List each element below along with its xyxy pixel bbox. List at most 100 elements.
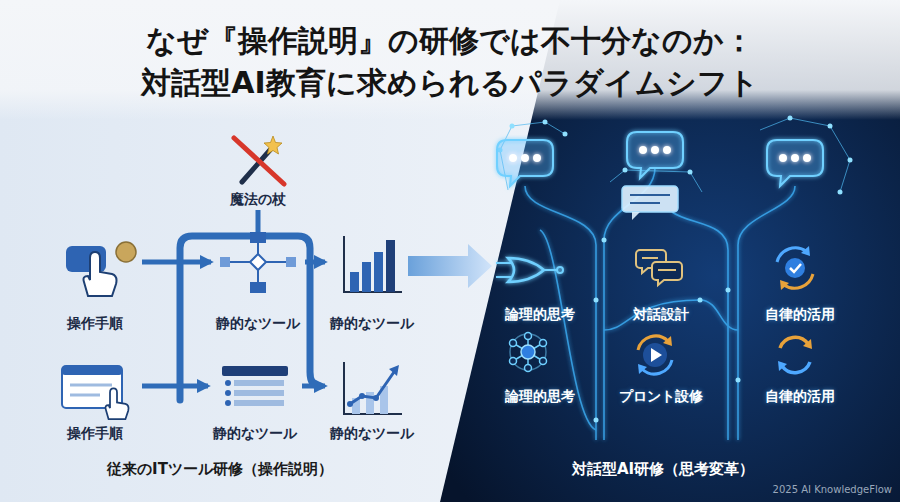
- cycle-arrowhead: [638, 364, 647, 374]
- network-dot: [563, 132, 568, 137]
- chart-axis: [344, 236, 402, 292]
- toggle-dot: [116, 242, 136, 262]
- circuit-dot: [594, 418, 599, 423]
- network-node: [540, 358, 547, 365]
- flow-arrow: [142, 384, 208, 389]
- icon-node: 操作手順: [50, 228, 140, 332]
- cycle-arc: [784, 274, 813, 288]
- icon-node: 静的なツール: [327, 228, 417, 332]
- node-label: 静的なツール: [213, 424, 297, 442]
- circuit-dot: [602, 238, 607, 243]
- icon-node: 自律的活用: [755, 243, 845, 323]
- trend-point: [359, 393, 365, 399]
- pointing-hand: [105, 388, 128, 419]
- flow-arrow: [587, 354, 614, 357]
- title-band: [0, 0, 900, 120]
- cycle-arc: [780, 337, 808, 348]
- list-header: [222, 366, 288, 376]
- message-tail: [632, 212, 640, 220]
- bubble-dot: [803, 154, 811, 162]
- network-hub: [521, 345, 535, 359]
- flow-link: [266, 261, 288, 263]
- cycle-arrowhead: [801, 246, 810, 256]
- network-node: [525, 333, 532, 340]
- bubble-dot: [639, 146, 647, 154]
- circuit-dot: [726, 288, 731, 293]
- chat-bubble: [652, 262, 682, 285]
- icon-node: 論理的思考: [495, 243, 585, 323]
- list-row: [234, 400, 284, 406]
- trend-line: [350, 372, 394, 404]
- network-dot: [543, 120, 548, 125]
- icon-node: 魔法の杖: [213, 128, 303, 208]
- panel-caption: 対話型AI研修（思考変革）: [523, 460, 803, 479]
- chart-axis: [344, 362, 402, 414]
- circuit-dot: [594, 298, 599, 303]
- transition-arrow: [408, 244, 492, 288]
- network-dot: [688, 170, 693, 175]
- diagram-title: なぜ『操作説明』の研修では不十分なのか： 対話型AI教育に求められるパラダイムシ…: [50, 20, 850, 104]
- icon-node: 静的なツール: [327, 360, 417, 442]
- browser-line: [70, 384, 112, 387]
- browser-bar: [62, 366, 122, 375]
- chart-bar: [350, 272, 359, 292]
- flow-arrow: [305, 260, 325, 265]
- network-node: [510, 358, 517, 365]
- trend-arrowhead: [389, 365, 399, 376]
- chart-bar: [362, 262, 371, 292]
- flow-arrow: [708, 269, 753, 272]
- network-dot: [828, 124, 833, 129]
- chart-bar: [374, 252, 383, 292]
- gate-input: [496, 262, 512, 264]
- bubble-outline: [767, 140, 823, 186]
- node-label: 自律的活用: [765, 305, 835, 323]
- circuit-line: [604, 300, 738, 330]
- play-triangle: [651, 348, 662, 362]
- icon-node: プロント設修: [616, 330, 706, 405]
- panel-caption: 従来のITツール研修（操作説明）: [60, 460, 380, 479]
- message-line: [630, 194, 670, 196]
- message-line: [630, 202, 660, 204]
- logic-gate-icon: [496, 258, 563, 282]
- bubble-outline: [497, 140, 553, 186]
- list-row: [234, 390, 284, 396]
- cycle-arrowhead: [803, 339, 812, 349]
- flow-arrow: [142, 260, 211, 265]
- flow-link: [257, 243, 259, 254]
- gate-body: [508, 258, 544, 282]
- bubble-dot: [663, 146, 671, 154]
- network-dot: [788, 116, 793, 121]
- list-bullet: [225, 390, 231, 396]
- message-card: [622, 186, 678, 212]
- bubble-outline: [627, 132, 683, 178]
- flow-step: [250, 232, 266, 243]
- network-dots: [498, 116, 853, 195]
- node-label: 論理的思考: [505, 387, 575, 405]
- chat-bubble: [652, 262, 682, 285]
- pointing-hand: [105, 388, 128, 419]
- node-label: プロント設修: [619, 387, 703, 405]
- prohibition-slash: [234, 138, 284, 184]
- node-label: 操作手順: [67, 424, 123, 442]
- trend-point: [373, 395, 379, 401]
- node-label: 静的なツール: [330, 314, 414, 332]
- network-icon: [510, 333, 547, 372]
- flow-link: [228, 261, 250, 263]
- icon-node: 静的なツール: [210, 360, 300, 442]
- circuit-line: [672, 212, 728, 440]
- circuit-dots: [594, 238, 741, 423]
- bubble-dot: [509, 154, 517, 162]
- check-mark: [790, 264, 801, 272]
- chart-bar: [386, 240, 395, 292]
- network-node: [525, 365, 532, 372]
- flow-arrow: [587, 269, 614, 272]
- check-badge: [785, 258, 805, 278]
- chat-line: [658, 269, 676, 271]
- gate-terminal: [557, 267, 563, 273]
- play-badge: [643, 343, 667, 367]
- cycle-arrowhead: [663, 336, 672, 346]
- gate-input: [496, 276, 512, 278]
- flow-step: [220, 257, 230, 267]
- icon-node: 論理的思考: [495, 330, 585, 405]
